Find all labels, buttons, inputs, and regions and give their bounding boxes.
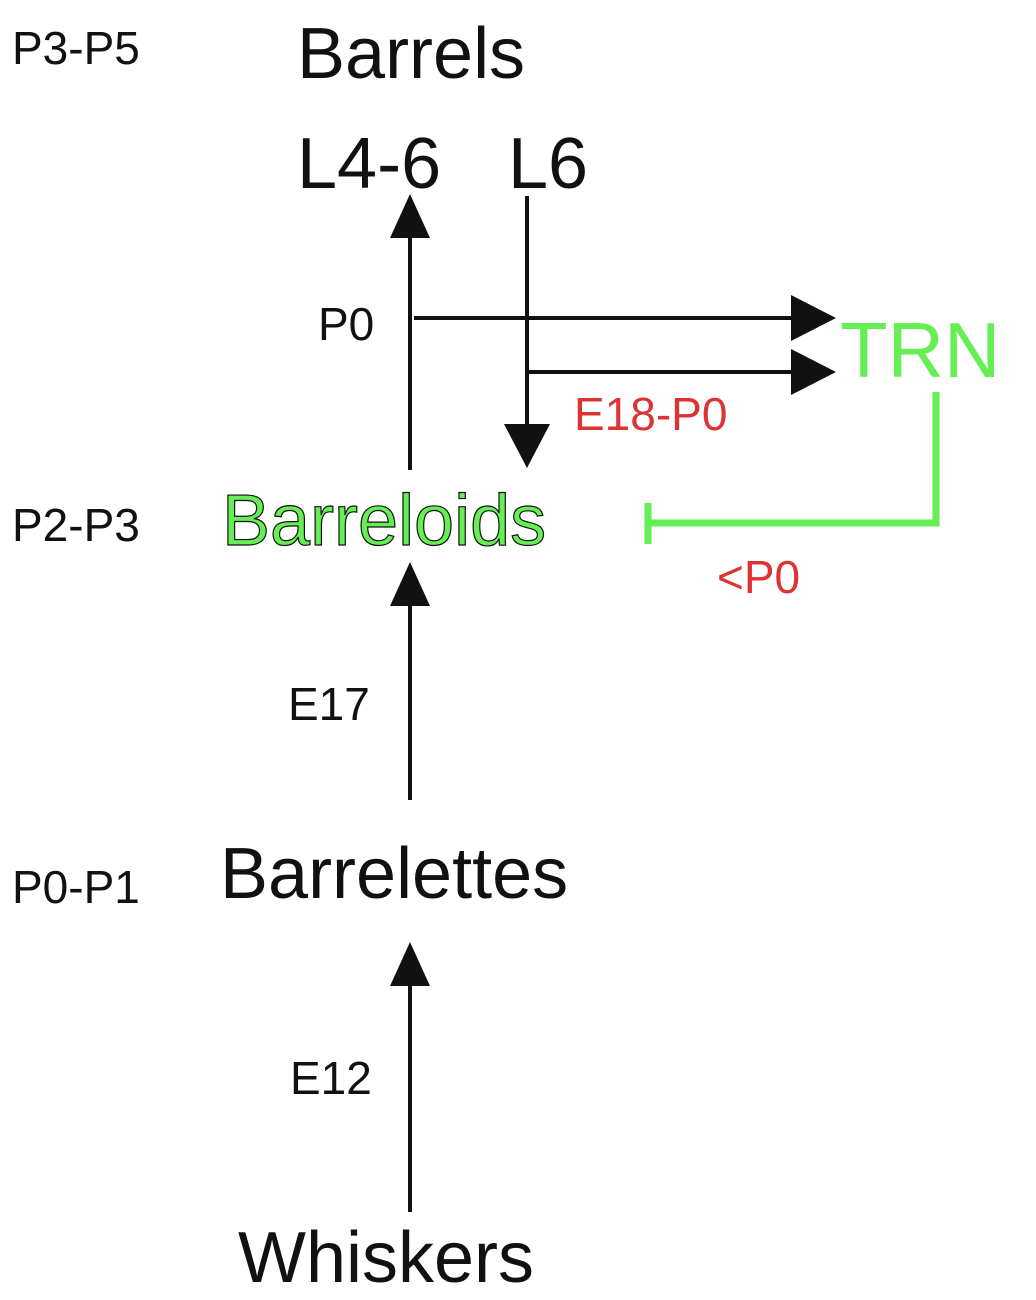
barreloids-label: Barreloids (222, 481, 546, 561)
layer-l4-6-label: L4-6 (297, 124, 441, 204)
arrow-barreloids-to-l4-6-head (390, 194, 430, 238)
trn-label: TRN (840, 306, 1000, 394)
trn-to-barreloids-inhibitory-line (648, 392, 940, 527)
edge-label-p0: P0 (318, 298, 374, 350)
edge-label-e18-p0: E18-P0 (574, 388, 727, 440)
arrow-whiskers-to-barrelettes-head (390, 942, 430, 986)
stage-label-p2-p3: P2-P3 (12, 499, 140, 551)
whiskers-label: Whiskers (238, 1218, 534, 1298)
barrels-label: Barrels (297, 14, 525, 94)
barrelettes-label: Barrelettes (220, 834, 568, 914)
edge-label-e12: E12 (290, 1052, 372, 1104)
arrow-l6-to-barreloids-head (504, 424, 550, 468)
arrow-l6-to-trn-head (791, 349, 836, 395)
stage-label-p0-p1: P0-P1 (12, 861, 140, 913)
arrow-p0-to-trn-head (791, 295, 836, 341)
layer-l6-label: L6 (508, 124, 588, 204)
edge-label-lt-p0: <P0 (717, 551, 800, 603)
arrow-barrelettes-to-barreloids-head (390, 562, 430, 606)
edge-label-e17: E17 (288, 678, 370, 730)
stage-label-p3-p5: P3-P5 (12, 22, 140, 74)
